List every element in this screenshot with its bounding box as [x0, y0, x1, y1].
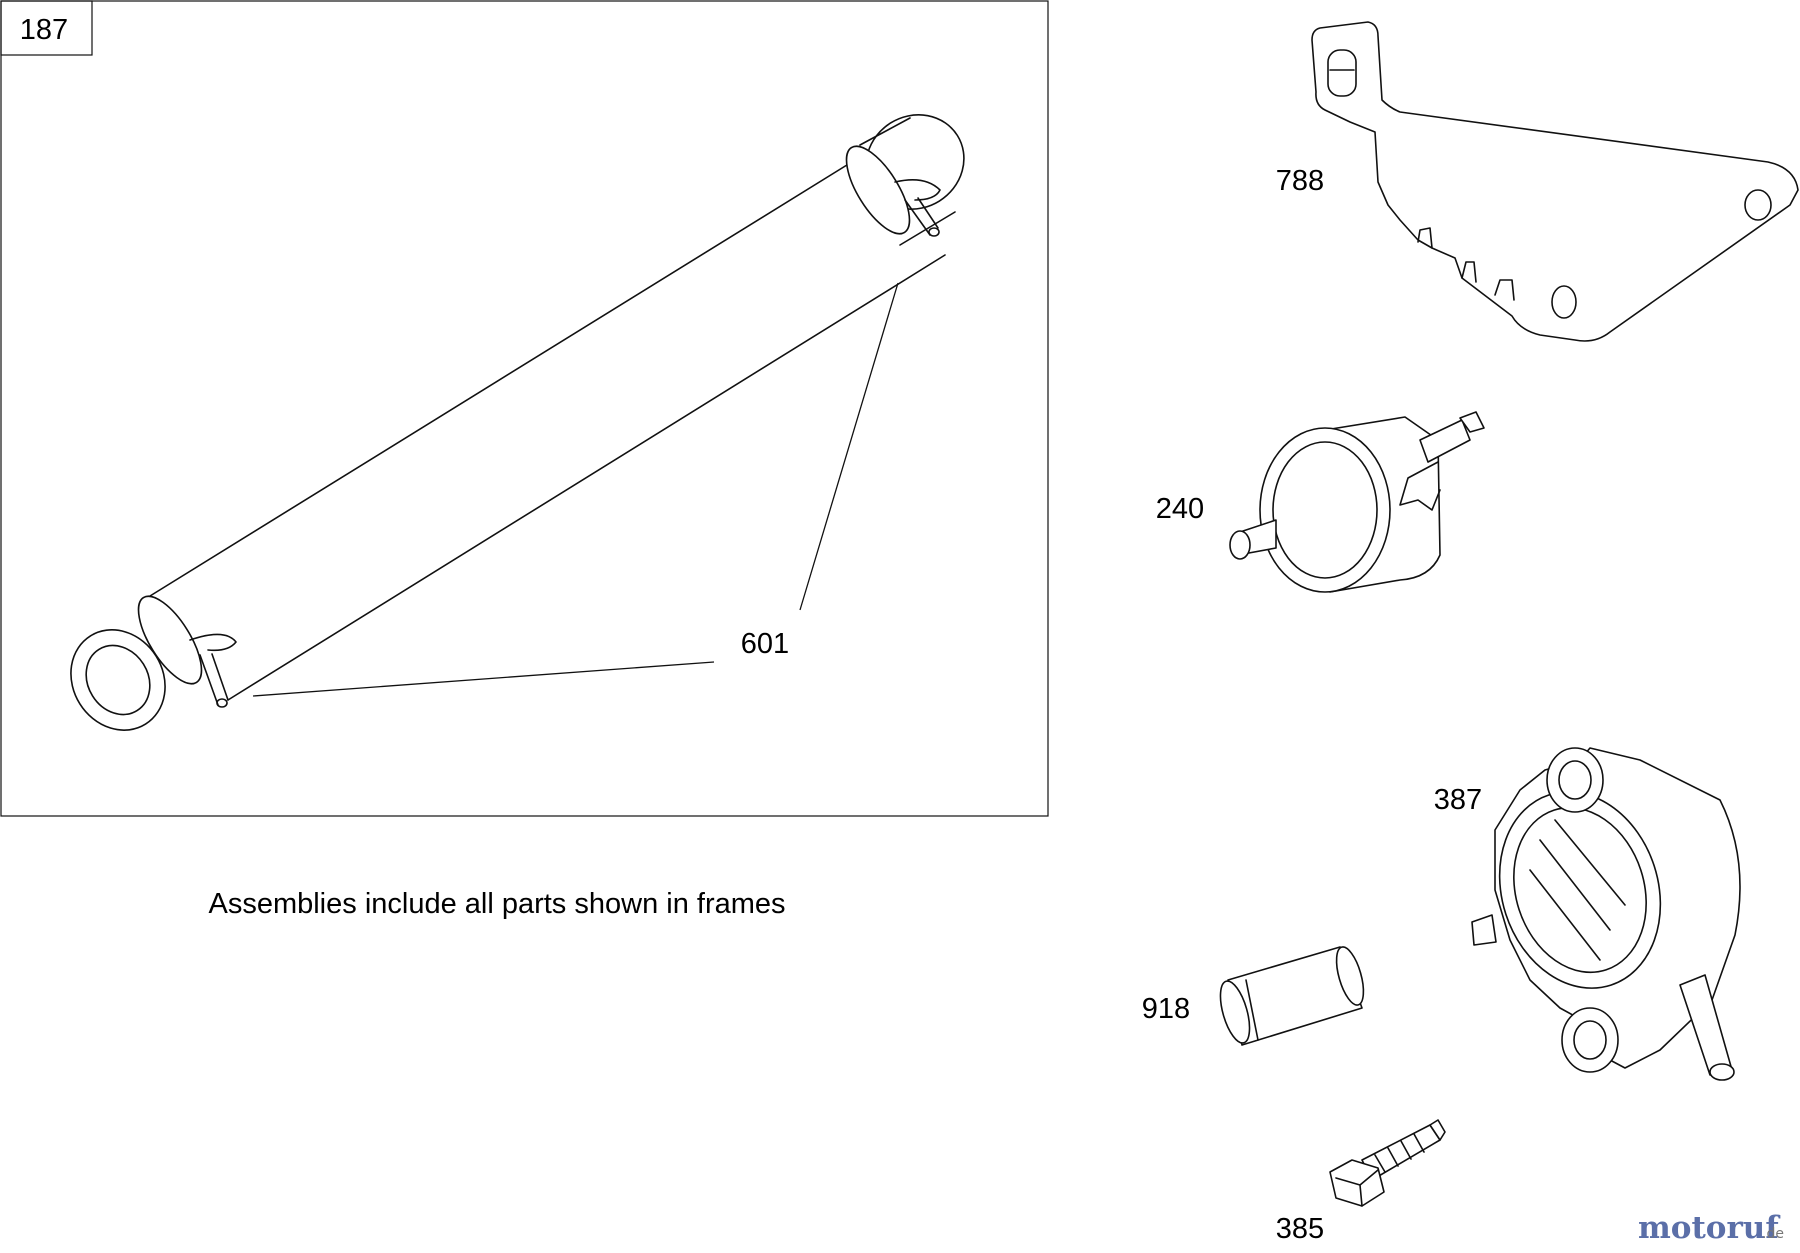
leader-line-601-lower: [252, 661, 715, 697]
watermark-tld: .de: [1762, 1226, 1784, 1242]
bracket-illustration: [1311, 21, 1799, 342]
callout-918: 918: [1142, 993, 1190, 1025]
assembly-note: Assemblies include all parts shown in fr…: [208, 888, 785, 920]
callout-240: 240: [1156, 493, 1204, 525]
assembly-number-box: [0, 0, 93, 56]
assembly-number: 187: [20, 14, 68, 46]
assembly-frame: [0, 0, 1049, 817]
fuel-hose-illustration: [70, 114, 965, 731]
leader-line-601-upper: [799, 282, 899, 611]
hose-clamp-lower: [137, 595, 237, 708]
fuel-filter-illustration: [1229, 411, 1485, 593]
callout-601: 601: [741, 628, 789, 660]
watermark-brand: motoruf: [1638, 1210, 1780, 1246]
fuel-pump-illustration: [1471, 747, 1741, 1081]
callout-385: 385: [1276, 1213, 1324, 1245]
watermark-logo: motoruf .de: [1638, 1210, 1784, 1246]
callout-387: 387: [1434, 784, 1482, 816]
screw-illustration: [1329, 1119, 1446, 1207]
callout-788: 788: [1276, 165, 1324, 197]
hose-clamp-upper: [845, 145, 941, 237]
fitting-illustration: [1219, 946, 1365, 1046]
